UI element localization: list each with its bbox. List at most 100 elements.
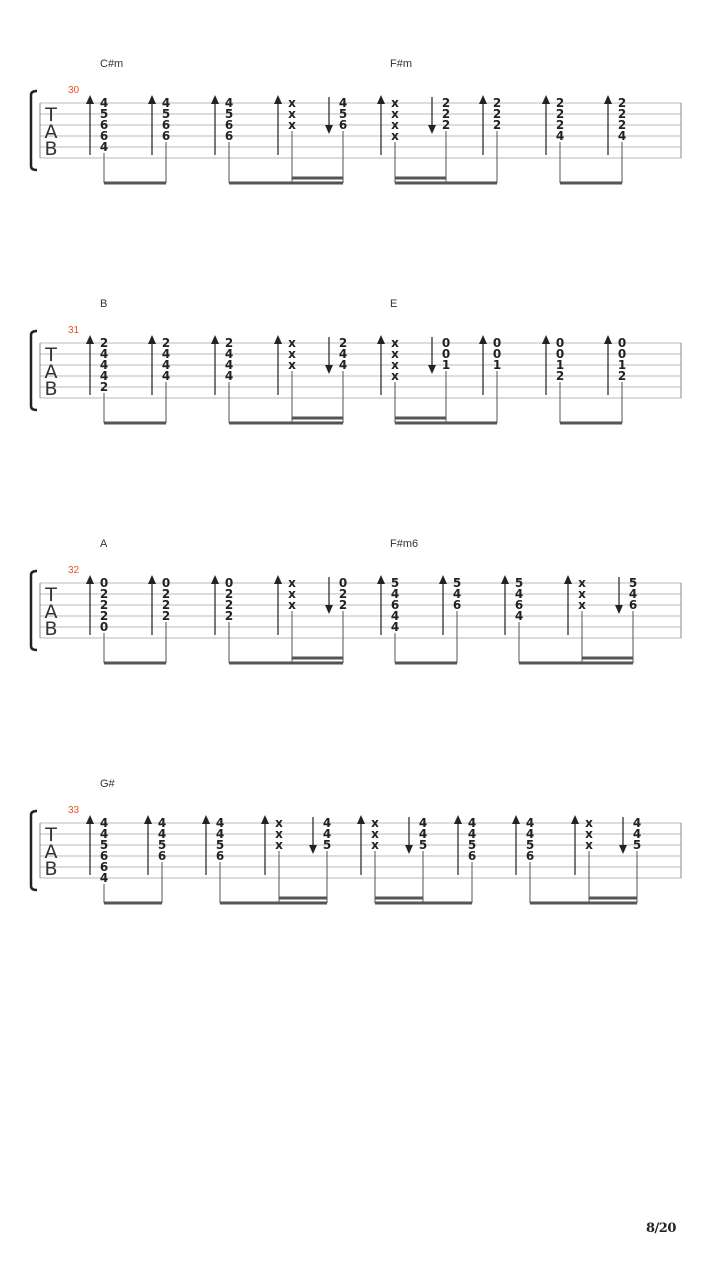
sixteenth-beam: [375, 896, 423, 900]
fret-number: 4: [339, 347, 347, 361]
page-number: 8/20: [646, 1221, 676, 1236]
fret-number: 2: [618, 369, 626, 383]
upstroke-arrow-icon: [357, 815, 365, 824]
fret-number: x: [288, 107, 296, 121]
upstroke-arrow-icon: [144, 815, 152, 824]
fret-number: 2: [556, 107, 564, 121]
sixteenth-beam: [292, 416, 343, 420]
fret-number: 6: [100, 849, 108, 863]
fret-number: 5: [100, 838, 108, 852]
measure-number: 30: [68, 85, 80, 96]
fret-number: x: [371, 827, 379, 841]
fret-number: 4: [100, 369, 108, 383]
fret-number: 4: [468, 816, 476, 830]
fret-number: 4: [515, 609, 523, 623]
fret-number: 4: [225, 358, 233, 372]
eighth-beam: [375, 901, 472, 905]
fret-number: 4: [453, 587, 461, 601]
fret-number: 6: [391, 598, 399, 612]
fret-number: 4: [100, 871, 108, 885]
fret-number: 4: [100, 358, 108, 372]
fret-number: 4: [225, 347, 233, 361]
fret-number: x: [578, 598, 586, 612]
fret-number: 6: [339, 118, 347, 132]
fret-number: 4: [556, 129, 564, 143]
fret-number: x: [288, 576, 296, 590]
tab-clef-letter: T: [44, 584, 57, 606]
fret-number: 0: [162, 576, 170, 590]
fret-number: 1: [556, 358, 564, 372]
fret-number: x: [585, 827, 593, 841]
downstroke-arrow-icon: [325, 125, 333, 134]
fret-number: 0: [556, 347, 564, 361]
fret-number: x: [391, 96, 399, 110]
fret-number: 2: [618, 118, 626, 132]
fret-number: x: [288, 347, 296, 361]
measure-number: 32: [68, 565, 80, 576]
downstroke-arrow-icon: [619, 845, 627, 854]
tab-clef-letter: A: [45, 841, 58, 863]
fret-number: 1: [493, 358, 501, 372]
tab-clef-letter: A: [45, 601, 58, 623]
fret-number: x: [391, 369, 399, 383]
fret-number: 6: [162, 118, 170, 132]
tab-clef-letter: T: [44, 344, 57, 366]
upstroke-arrow-icon: [86, 815, 94, 824]
upstroke-arrow-icon: [86, 575, 94, 584]
fret-number: 6: [162, 129, 170, 143]
fret-number: x: [585, 816, 593, 830]
fret-number: 4: [419, 816, 427, 830]
beat: 445: [309, 816, 331, 903]
fret-number: 6: [100, 129, 108, 143]
fret-number: x: [288, 587, 296, 601]
system-bracket: [29, 329, 38, 412]
fret-number: 0: [100, 576, 108, 590]
beat: xxx: [261, 815, 283, 903]
fret-number: 4: [100, 96, 108, 110]
chord-name: E: [390, 298, 397, 310]
fret-number: 5: [453, 576, 461, 590]
fret-number: 2: [100, 336, 108, 350]
upstroke-arrow-icon: [274, 335, 282, 344]
chord-name: B: [100, 298, 107, 310]
eighth-beam: [560, 421, 622, 425]
fret-number: 5: [515, 576, 523, 590]
upstroke-arrow-icon: [274, 95, 282, 104]
fret-number: x: [585, 838, 593, 852]
fret-number: 4: [162, 369, 170, 383]
fret-number: 4: [633, 827, 641, 841]
fret-number: 6: [453, 598, 461, 612]
sixteenth-beam: [292, 176, 343, 180]
upstroke-arrow-icon: [542, 335, 550, 344]
upstroke-arrow-icon: [501, 575, 509, 584]
fret-number: 5: [225, 107, 233, 121]
eighth-beam: [395, 421, 497, 425]
beat: 456: [325, 96, 347, 183]
fret-number: 6: [158, 849, 166, 863]
tab-clef-letter: B: [44, 618, 57, 640]
fret-number: 2: [339, 598, 347, 612]
eighth-beam: [530, 901, 637, 905]
fret-number: 4: [323, 816, 331, 830]
tab-clef-letter: B: [44, 858, 57, 880]
beat: xxx: [564, 575, 586, 663]
fret-number: 6: [225, 118, 233, 132]
fret-number: x: [288, 358, 296, 372]
fret-number: x: [288, 96, 296, 110]
fret-number: x: [288, 118, 296, 132]
fret-number: 5: [419, 838, 427, 852]
upstroke-arrow-icon: [377, 335, 385, 344]
downstroke-arrow-icon: [325, 605, 333, 614]
fret-number: 2: [162, 609, 170, 623]
fret-number: 2: [225, 587, 233, 601]
fret-number: 2: [100, 609, 108, 623]
